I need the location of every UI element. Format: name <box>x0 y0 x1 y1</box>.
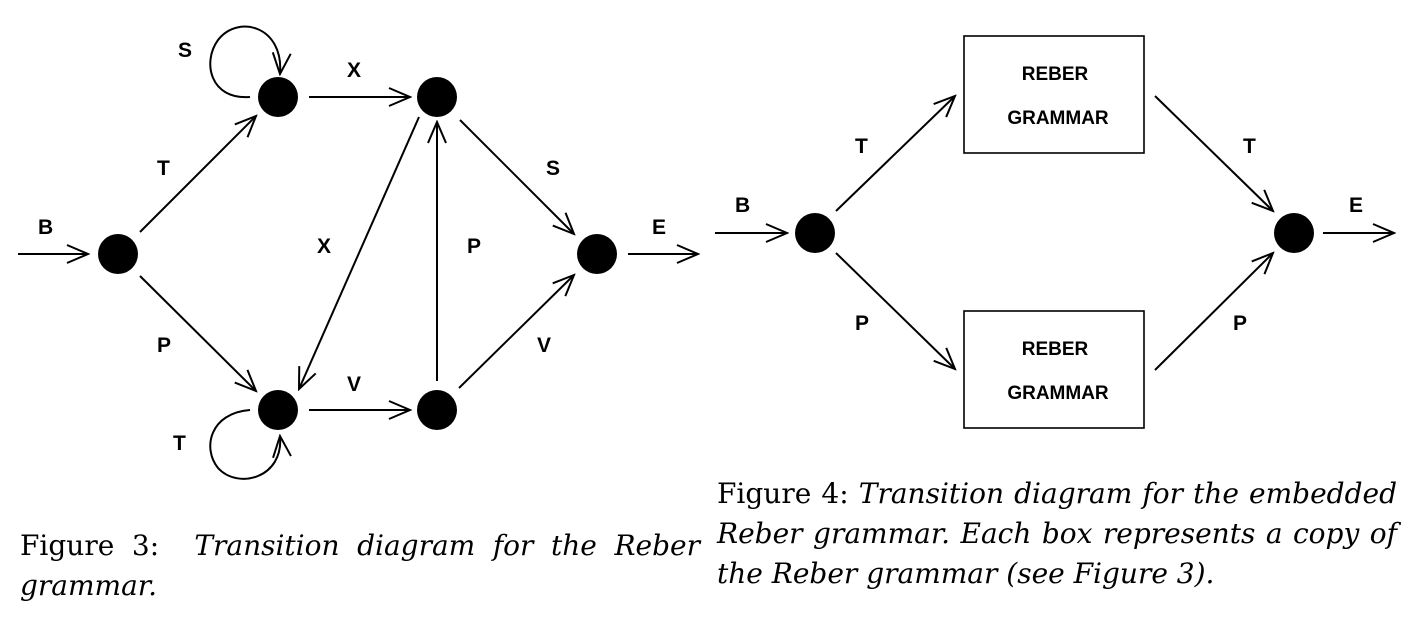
label-p-vert: P <box>467 235 481 258</box>
node-end <box>577 234 617 274</box>
edge-t-upper <box>139 116 256 233</box>
figure-3-caption-text: Transition diagram for the Reber grammar… <box>20 529 700 602</box>
edge4-p-right <box>1154 253 1273 371</box>
label-x-diag: X <box>317 235 331 258</box>
figure-4-caption-prefix: Figure 4: <box>717 477 849 510</box>
figure-3-caption: Figure 3: Transition diagram for the Reb… <box>20 526 700 606</box>
edge4-t-right <box>1154 95 1273 211</box>
label-t-upper: T <box>157 157 170 180</box>
edge4-p-left <box>835 252 955 369</box>
edge-s-loop <box>209 25 280 99</box>
reber-box-top <box>963 35 1145 154</box>
figure-4-caption: Figure 4: Transition diagram for the emb… <box>717 474 1397 594</box>
figure-3-nodes <box>98 77 617 430</box>
node-lower-right <box>417 390 457 430</box>
node-lower-left <box>258 390 298 430</box>
label-s-loop: S <box>178 39 192 62</box>
label4-p-right: P <box>1233 312 1247 335</box>
figure-4-labels: B T P T P E REBER GRAMMAR REBER GRAMMAR <box>735 64 1363 404</box>
label4-t-left: T <box>855 135 868 158</box>
node4-start <box>795 213 835 253</box>
edge-p-lower <box>139 275 256 391</box>
edge4-t-left <box>835 96 955 212</box>
node-upper-right <box>417 77 457 117</box>
reber-box-bottom <box>963 310 1145 429</box>
edge-x-diag <box>299 116 420 389</box>
label-v-right: V <box>537 334 551 357</box>
figure-3-diagram <box>18 25 698 480</box>
label-t-loop: T <box>173 432 186 455</box>
label-e: E <box>652 216 666 239</box>
node-upper-left <box>258 77 298 117</box>
label4-e: E <box>1349 194 1363 217</box>
label4-b: B <box>735 194 750 217</box>
figure-4-nodes <box>795 213 1314 253</box>
figure-3-labels: B T P S X X P S V V T E <box>38 39 666 455</box>
label-v-bottom: V <box>347 373 361 396</box>
figure-3-caption-prefix: Figure 3: <box>20 529 160 562</box>
box-top-line1: REBER <box>1022 64 1089 85</box>
label-p-lower: P <box>157 334 171 357</box>
node-start <box>98 234 138 274</box>
box-top-line2: GRAMMAR <box>1007 108 1109 129</box>
node4-end <box>1274 213 1314 253</box>
box-bottom-line2: GRAMMAR <box>1007 383 1109 404</box>
label4-t-right: T <box>1243 135 1256 158</box>
edge-s-right <box>459 119 574 234</box>
edge-v-right <box>458 275 574 389</box>
figure-4-diagram <box>715 35 1394 429</box>
box-bottom-line1: REBER <box>1022 339 1089 360</box>
label-s-right: S <box>546 157 560 180</box>
figure-4-caption-text: Transition diagram for the embedded Rebe… <box>717 477 1398 590</box>
label-x-top: X <box>347 59 361 82</box>
edge-t-loop <box>209 409 280 480</box>
label4-p-left: P <box>855 312 869 335</box>
label-b: B <box>38 216 53 239</box>
